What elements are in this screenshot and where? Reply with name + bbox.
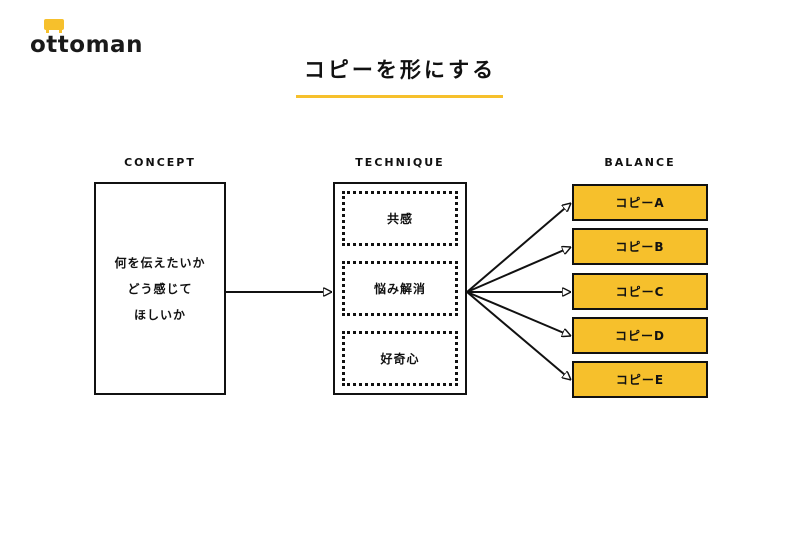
ottoman-logo-mark-icon	[44, 19, 64, 33]
balance-heading: BALANCE	[604, 156, 676, 169]
arrow-to-balance-a	[466, 203, 571, 293]
page-title: コピーを形にする	[303, 58, 497, 82]
concept-box: 何を伝えたいか どう感じて ほしいか	[94, 182, 226, 395]
technique-item-empathy: 共感	[342, 191, 458, 246]
technique-item-curiosity: 好奇心	[342, 331, 458, 386]
concept-heading: CONCEPT	[124, 156, 196, 169]
logo-wordmark: ottoman	[30, 32, 143, 58]
concept-text: 何を伝えたいか どう感じて ほしいか	[114, 250, 205, 328]
concept-line: 何を伝えたいか	[114, 255, 206, 270]
title-underline	[296, 95, 503, 98]
concept-line: どう感じて	[127, 281, 193, 296]
balance-item-a: コピーA	[572, 184, 708, 221]
balance-item-b: コピーB	[572, 228, 708, 265]
arrow-to-balance-d	[466, 291, 571, 336]
arrow-to-balance-b	[466, 247, 571, 293]
technique-box: 共感 悩み解消 好奇心	[333, 182, 467, 395]
ottoman-logo: ottoman	[30, 16, 143, 62]
balance-item-c: コピーC	[572, 273, 708, 310]
balance-item-d: コピーD	[572, 317, 708, 354]
technique-heading: TECHNIQUE	[355, 156, 445, 169]
balance-item-e: コピーE	[572, 361, 708, 398]
arrow-to-balance-e	[466, 291, 571, 380]
concept-line: ほしいか	[133, 307, 186, 322]
technique-item-problem-solving: 悩み解消	[342, 261, 458, 316]
